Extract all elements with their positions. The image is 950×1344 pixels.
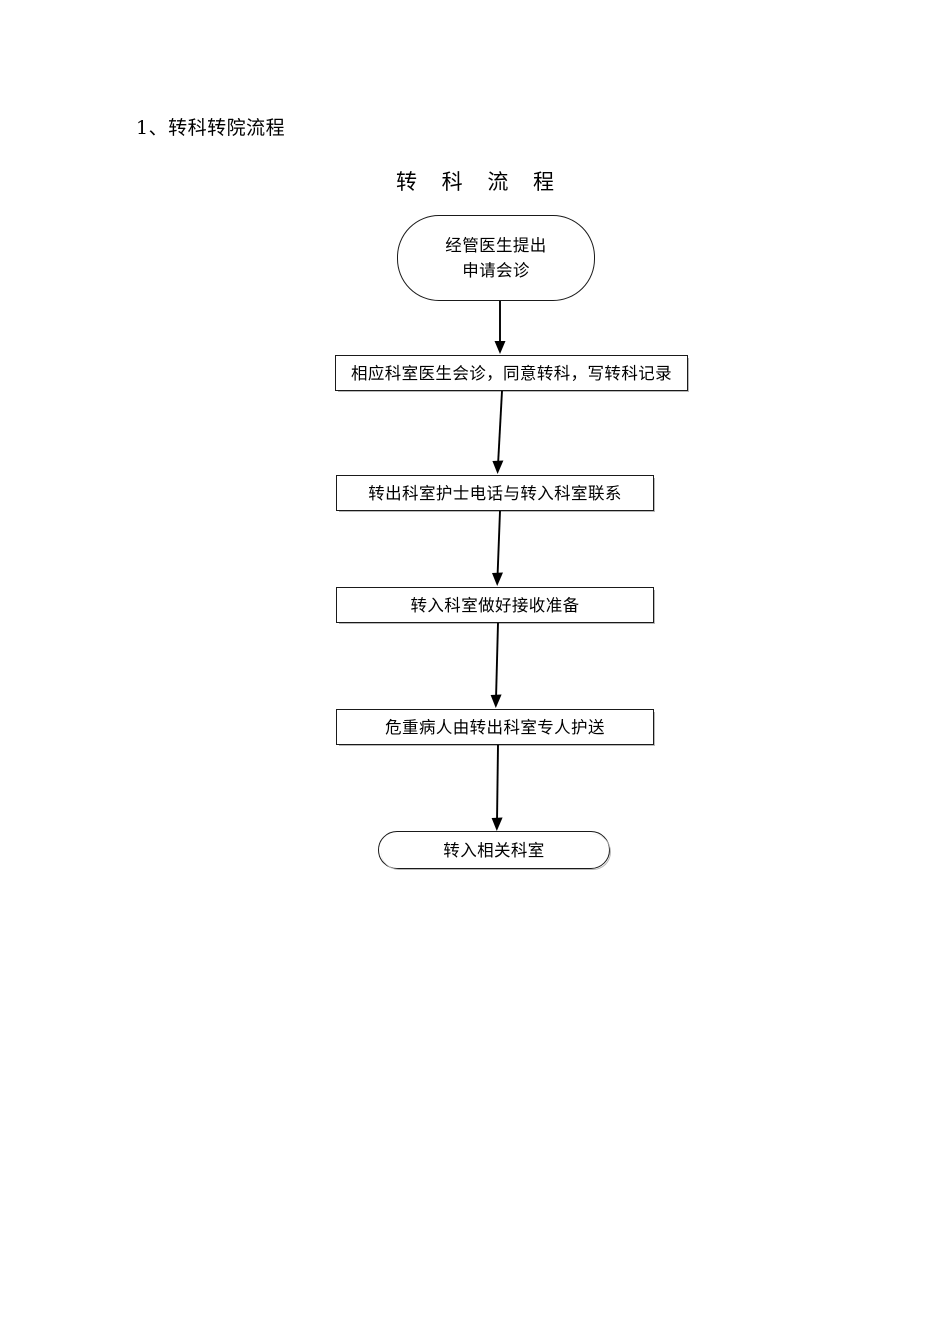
flow-connector-step4-to-end bbox=[485, 744, 515, 832]
page-title: 1、转科转院流程 bbox=[136, 117, 286, 139]
flow-node-label: 转出科室护士电话与转入科室联系 bbox=[368, 483, 622, 503]
flowchart-title: 转 科 流 程 bbox=[395, 170, 564, 194]
flow-node-label: 转入相关科室 bbox=[443, 840, 545, 860]
flow-node-label: 危重病人由转出科室专人护送 bbox=[385, 717, 605, 737]
flow-node-step2: 转出科室护士电话与转入科室联系 bbox=[336, 475, 655, 512]
flow-connector-step1-to-step2 bbox=[485, 390, 515, 475]
flow-node-step1: 相应科室医生会诊，同意转科，写转科记录 bbox=[335, 355, 689, 392]
flow-connector-start-to-step1 bbox=[490, 301, 510, 355]
flow-node-step3: 转入科室做好接收准备 bbox=[336, 587, 655, 624]
flow-node-end: 转入相关科室 bbox=[378, 831, 611, 870]
flow-node-start: 经管医生提出 申请会诊 bbox=[397, 215, 595, 301]
flow-connector-step3-to-step4 bbox=[485, 622, 515, 709]
flow-connector-step2-to-step3 bbox=[485, 510, 515, 587]
flow-node-label: 经管医生提出 申请会诊 bbox=[445, 236, 547, 280]
flow-node-label: 转入科室做好接收准备 bbox=[410, 595, 580, 615]
flow-node-label: 相应科室医生会诊，同意转科，写转科记录 bbox=[350, 363, 673, 383]
flow-node-step4: 危重病人由转出科室专人护送 bbox=[336, 709, 655, 746]
